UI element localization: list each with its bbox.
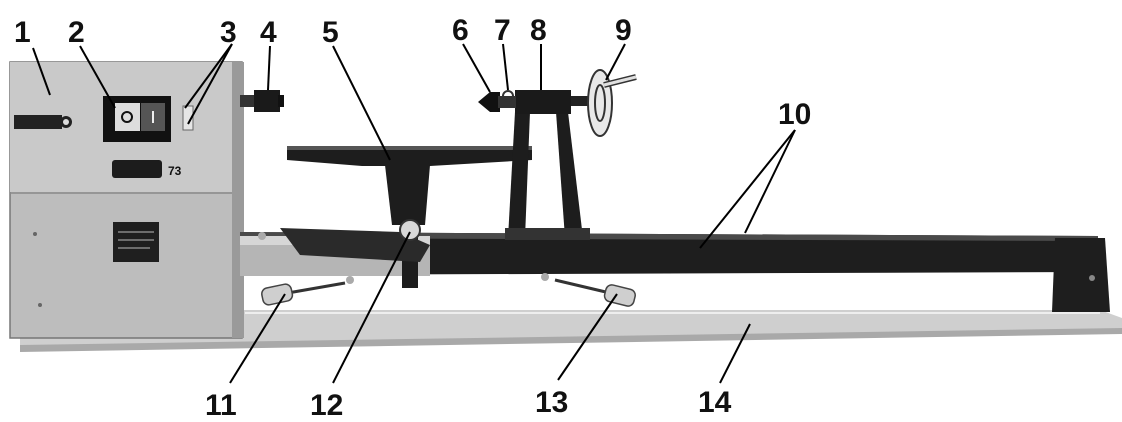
callout-number-10: 10	[778, 98, 811, 131]
callout-number-11: 11	[205, 389, 237, 422]
base-plate	[20, 310, 1122, 352]
callout-number-9: 9	[615, 14, 632, 47]
callout-number-6: 6	[452, 14, 469, 47]
motor-housing: 73	[9, 61, 244, 339]
callout-number-7: 7	[494, 14, 511, 47]
tailstock	[505, 90, 590, 240]
quill-lock[interactable]	[502, 90, 514, 102]
brand-badge-number: 73	[168, 164, 182, 178]
tool-rest-banjo	[280, 219, 430, 262]
callout-numbers: 1 2 3 4 5 6 7 8 9 10 11 12 13 14	[14, 14, 811, 422]
callout-number-13: 13	[535, 386, 568, 419]
callout-number-3: 3	[220, 16, 237, 49]
headstock-spindle	[240, 90, 284, 112]
tailstock-lock-handle[interactable]	[554, 278, 636, 307]
live-center	[478, 92, 516, 112]
power-switch[interactable]	[103, 96, 171, 142]
callout-number-12: 12	[310, 389, 343, 422]
callout-number-14: 14	[698, 386, 732, 419]
callout-number-8: 8	[530, 14, 547, 47]
banjo-lock-handle[interactable]	[261, 281, 346, 306]
callout-leaders	[32, 43, 796, 384]
callout-number-4: 4	[260, 16, 277, 49]
callout-number-1: 1	[14, 16, 31, 49]
tailstock-handwheel[interactable]	[571, 69, 637, 137]
callout-number-2: 2	[68, 16, 85, 49]
callout-number-5: 5	[322, 16, 339, 49]
